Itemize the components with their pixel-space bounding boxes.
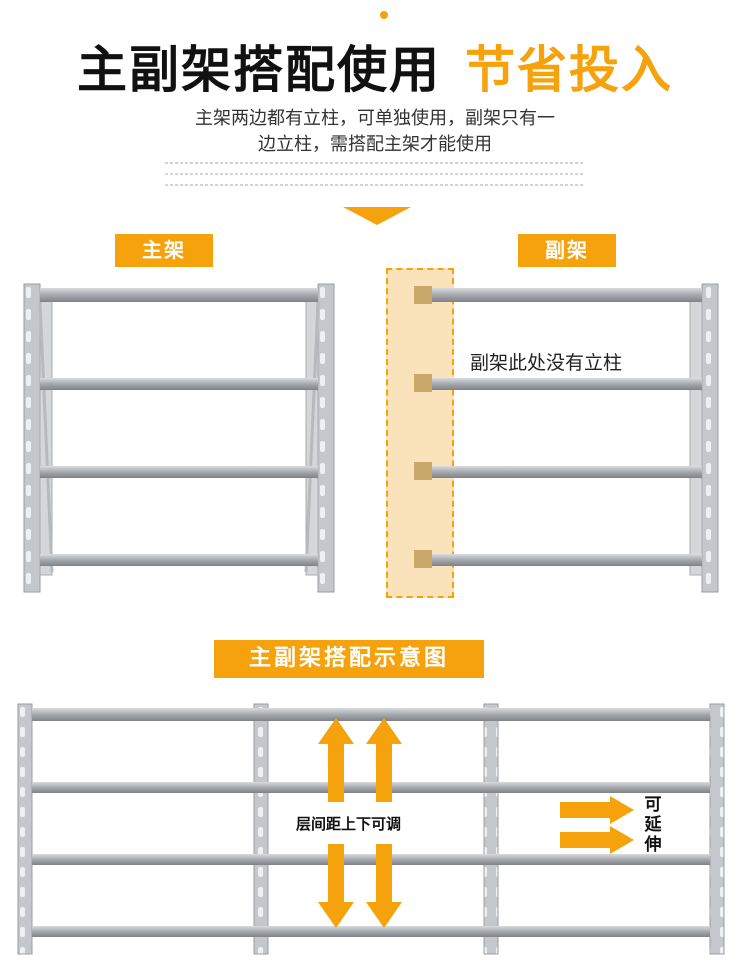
diagram-title-tag: 主副架搭配示意图: [214, 640, 484, 678]
sub-rack-note: 副架此处没有立柱: [470, 352, 623, 374]
headline-main: 主副架搭配使用: [77, 41, 441, 99]
combined-rack-illustration: [17, 703, 725, 955]
subtitle-line-1: 主架两边都有立柱，可单独使用，副架只有一: [195, 108, 555, 129]
extendable-note: 可延伸: [644, 795, 662, 855]
missing-post-highlight: [386, 268, 454, 598]
right-arrow-icon: [560, 796, 634, 854]
main-rack-illustration: [23, 283, 335, 593]
sub-rack-illustration: [414, 283, 719, 593]
beams: [32, 708, 710, 937]
up-arrow-icon: [318, 718, 402, 802]
decor-dot: [380, 11, 388, 19]
decor-fine-lines: [165, 162, 585, 195]
subtitle-line-2: 边立柱，需搭配主架才能使用: [258, 134, 492, 155]
subtitle: 主架两边都有立柱，可单独使用，副架只有一 边立柱，需搭配主架才能使用: [120, 106, 630, 158]
sub-rack-tag: 副架: [518, 234, 616, 267]
headline-accent: 节省投入: [465, 41, 673, 99]
adjustable-note: 层间距上下可调: [296, 815, 402, 833]
down-arrow-icon: [318, 844, 402, 928]
main-rack-tag: 主架: [115, 234, 213, 267]
headline: 主副架搭配使用 节省投入: [0, 30, 750, 102]
chevron-down-icon: [343, 207, 411, 225]
